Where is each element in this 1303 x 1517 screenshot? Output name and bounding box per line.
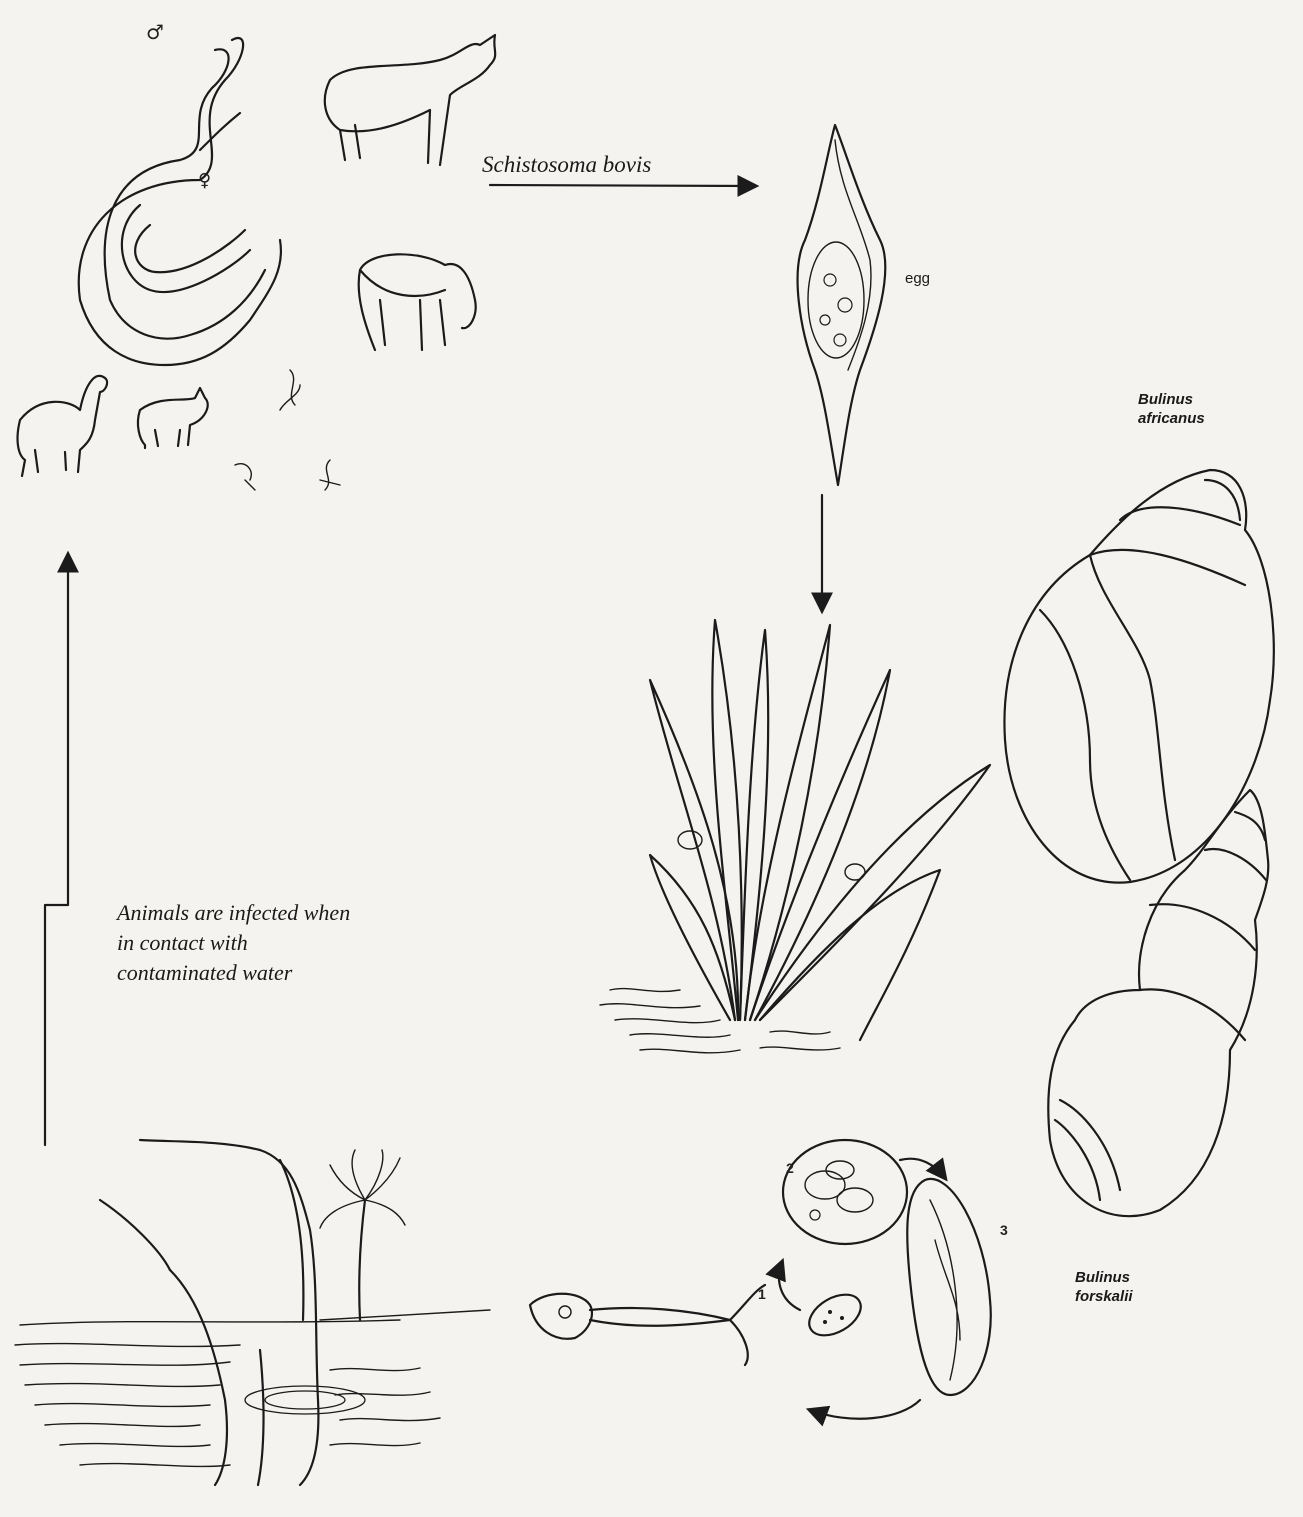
infection-caption-line1: Animals are infected when <box>117 898 457 928</box>
goat-host <box>138 388 208 448</box>
male-symbol: ♂ <box>146 20 164 44</box>
sporocyst-cycle <box>779 1140 991 1419</box>
snail-label-africanus-genus: Bulinus <box>1138 390 1248 409</box>
species-label: Schistosoma bovis <box>482 152 651 178</box>
palm-tree <box>320 1150 490 1320</box>
stage-number-1: 1 <box>758 1286 766 1302</box>
female-symbol: ♀ <box>198 170 211 191</box>
schistosome-egg <box>798 125 886 485</box>
cercaria <box>530 1285 765 1365</box>
snail-label-forskalii-species: forskalii <box>1075 1287 1185 1306</box>
sheep-host <box>359 254 476 350</box>
water-plant <box>650 620 990 1040</box>
snail-bulinus-africanus <box>1004 470 1273 883</box>
cycle-arrows <box>45 185 822 1145</box>
snail-bulinus-forskalii <box>1048 790 1268 1216</box>
camel-host <box>18 376 108 476</box>
snail-label-africanus-species: africanus <box>1138 409 1248 428</box>
cattle-host <box>325 35 495 165</box>
snail-label-forskalii: Bulinus forskalii <box>1075 1268 1185 1306</box>
adult-worm-pair <box>79 38 281 365</box>
infection-caption: Animals are infected when in contact wit… <box>117 898 457 988</box>
infection-caption-line2: in contact with <box>117 928 457 958</box>
cow-drinking-in-water <box>100 1140 318 1485</box>
snail-label-africanus: Bulinus africanus <box>1138 390 1248 428</box>
stage-number-2: 2 <box>786 1160 794 1176</box>
snail-label-forskalii-genus: Bulinus <box>1075 1268 1185 1287</box>
cercariae-free-swimming <box>235 370 340 490</box>
infection-caption-line3: contaminated water <box>117 958 457 988</box>
plant-water-ripples <box>600 989 840 1053</box>
egg-label: egg <box>905 270 930 287</box>
stage-number-3: 3 <box>1000 1222 1008 1238</box>
